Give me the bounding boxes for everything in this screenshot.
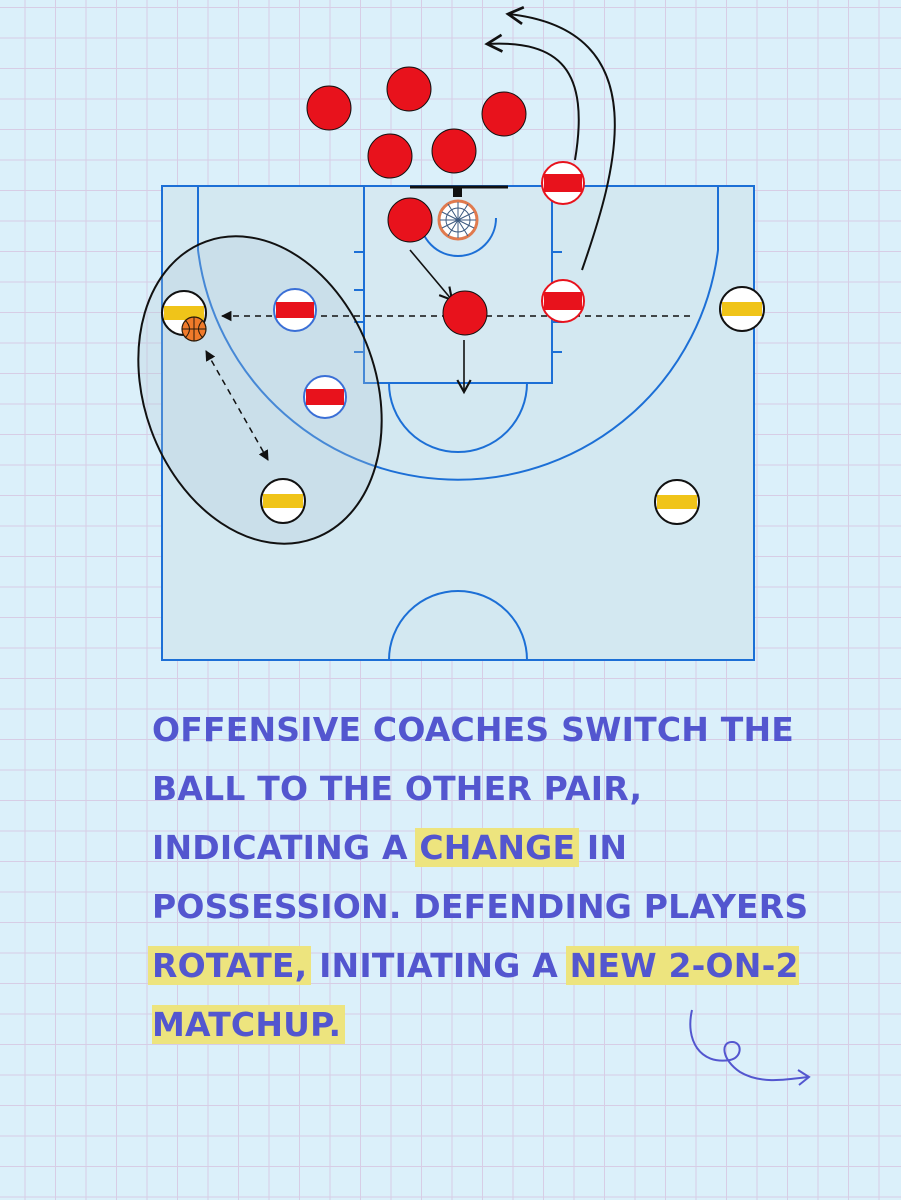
court-diagram: [137, 6, 765, 661]
pass-arrow-icon: [205, 350, 269, 461]
waiting-player: [387, 197, 433, 243]
waiting-player: [367, 133, 413, 179]
highlighted-phrase: CHANGE: [415, 828, 580, 867]
rotation-arrow-icon: [505, 6, 616, 271]
caption-segment: IN POSSESSION. DEFENDING PLAYERS: [152, 828, 809, 926]
offensive-player: [719, 286, 765, 332]
caption-segment: OFFENSIVE COACHES SWITCH THE BALL TO THE…: [152, 710, 795, 867]
screening-player: [442, 290, 488, 336]
cut-arrow-icon: [409, 249, 454, 302]
free-throw-circle: [388, 382, 528, 453]
defender: [273, 288, 317, 332]
highlighted-phrase: ROTATE,: [148, 946, 312, 985]
rotating-defender: [541, 279, 585, 323]
rotation-arrow-icon: [484, 33, 580, 161]
basketball-hoop-icon: [410, 185, 508, 241]
caption-segment: INITIATING A: [307, 946, 570, 985]
rotating-defender: [541, 161, 585, 205]
squiggle-arrow-icon: [689, 1009, 811, 1086]
waiting-player: [431, 128, 477, 174]
defender: [303, 375, 347, 419]
waiting-player: [481, 91, 527, 137]
waiting-player: [306, 85, 352, 131]
basketball-icon: [181, 316, 207, 342]
waiting-players: [306, 66, 527, 243]
offensive-player: [654, 479, 700, 525]
center-circle: [388, 590, 528, 661]
offensive-player: [260, 478, 306, 524]
waiting-player: [386, 66, 432, 112]
